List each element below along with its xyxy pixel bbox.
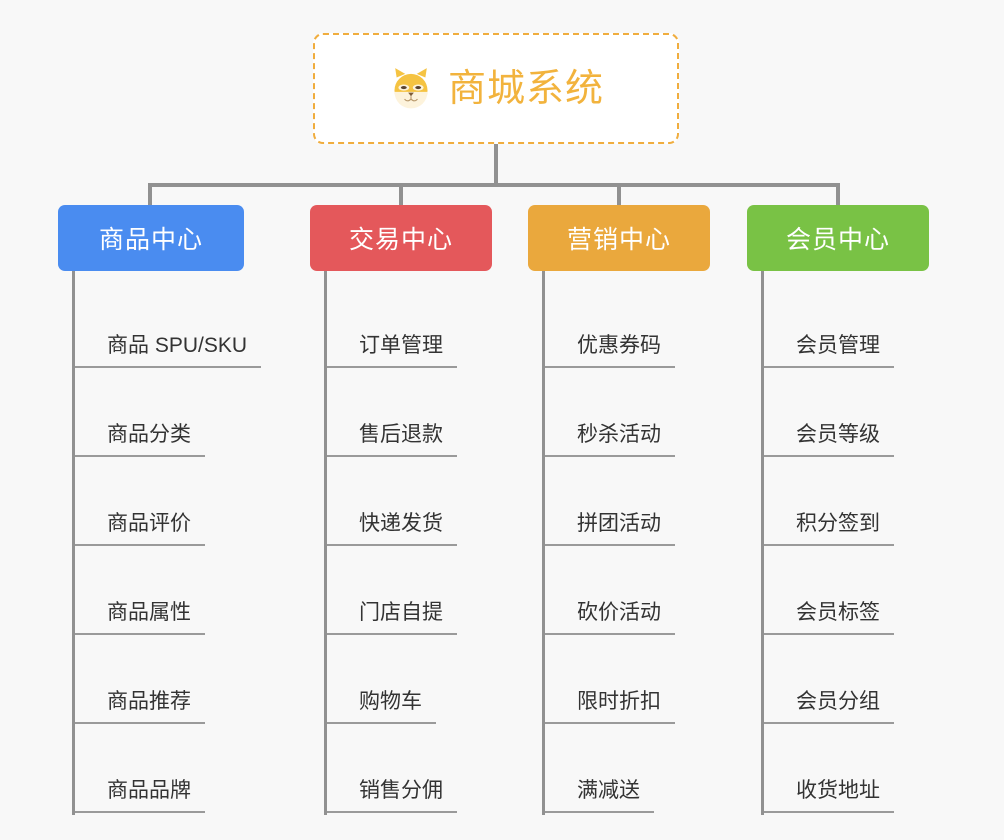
leaf-item-label: 会员管理 (796, 333, 880, 357)
leaf-item-underline (75, 544, 205, 546)
category-header-marketing-center[interactable]: 营销中心 (528, 205, 710, 271)
category-column-trade-center: 交易中心 订单管理 售后退款 快递发货 门店自提 (310, 205, 492, 815)
connector-drop-1 (148, 183, 152, 209)
leaf-item[interactable]: 满减送 (545, 726, 710, 815)
leaf-item-label: 商品分类 (107, 422, 191, 446)
connector-root-stem (494, 144, 498, 186)
shiba-dog-face-icon (388, 66, 434, 112)
leaf-item[interactable]: 销售分佣 (327, 726, 492, 815)
leaf-item[interactable]: 商品推荐 (75, 637, 244, 726)
leaf-item-underline (545, 366, 675, 368)
category-column-product-center: 商品中心 商品 SPU/SKU 商品分类 商品评价 商品属性 (58, 205, 262, 815)
leaf-list-trade-center: 订单管理 售后退款 快递发货 门店自提 购物车 (324, 271, 492, 815)
leaf-item-underline (327, 633, 457, 635)
leaf-item-label: 门店自提 (359, 600, 443, 624)
leaf-item-label: 销售分佣 (359, 778, 443, 802)
root-node-title: 商城系统 (447, 67, 604, 110)
leaf-item-label: 砍价活动 (577, 600, 661, 624)
leaf-item[interactable]: 会员标签 (764, 548, 929, 637)
category-header-member-center[interactable]: 会员中心 (747, 205, 929, 271)
leaf-list-product-center: 商品 SPU/SKU 商品分类 商品评价 商品属性 商品推荐 (72, 271, 262, 815)
leaf-item[interactable]: 商品品牌 (75, 726, 244, 815)
leaf-item[interactable]: 秒杀活动 (545, 370, 710, 459)
leaf-item-label: 会员分组 (796, 689, 880, 713)
leaf-item-label: 优惠券码 (577, 333, 661, 357)
leaf-item-underline (545, 811, 654, 813)
leaf-item-label: 购物车 (359, 689, 422, 713)
leaf-item[interactable]: 商品属性 (75, 548, 244, 637)
leaf-item[interactable]: 会员管理 (764, 281, 929, 370)
leaf-item[interactable]: 商品分类 (75, 370, 244, 459)
leaf-item-label: 拼团活动 (577, 511, 661, 535)
leaf-item-label: 积分签到 (796, 511, 880, 535)
leaf-item[interactable]: 拼团活动 (545, 459, 710, 548)
leaf-item-label: 会员标签 (796, 600, 880, 624)
category-header-label: 会员中心 (785, 226, 890, 254)
leaf-item-underline (545, 633, 675, 635)
leaf-item[interactable]: 购物车 (327, 637, 492, 726)
category-header-label: 交易中心 (348, 226, 453, 254)
category-header-trade-center[interactable]: 交易中心 (310, 205, 492, 271)
category-header-product-center[interactable]: 商品中心 (58, 205, 244, 271)
leaf-item[interactable]: 积分签到 (764, 459, 929, 548)
leaf-item-label: 满减送 (577, 778, 640, 802)
leaf-item-underline (764, 366, 894, 368)
category-header-label: 营销中心 (566, 226, 671, 254)
leaf-list-member-center: 会员管理 会员等级 积分签到 会员标签 会员分组 (761, 271, 929, 815)
leaf-item-label: 限时折扣 (577, 689, 661, 713)
leaf-item-underline (764, 722, 894, 724)
leaf-item[interactable]: 会员分组 (764, 637, 929, 726)
leaf-item-underline (764, 633, 894, 635)
leaf-item-underline (327, 544, 457, 546)
leaf-item-underline (75, 633, 205, 635)
leaf-item-label: 收货地址 (796, 778, 880, 802)
connector-drop-2 (399, 183, 403, 209)
leaf-item-label: 快递发货 (359, 511, 443, 535)
leaf-item-underline (75, 455, 205, 457)
leaf-item-underline (75, 811, 205, 813)
leaf-item-label: 订单管理 (359, 333, 443, 357)
leaf-item-label: 商品评价 (107, 511, 191, 535)
connector-drop-4 (836, 183, 840, 209)
connector-horizontal-bus (148, 183, 840, 187)
leaf-item-underline (75, 366, 262, 368)
root-node-shop-system[interactable]: 商城系统 (313, 33, 679, 144)
leaf-item-underline (764, 544, 894, 546)
leaf-item-underline (764, 811, 894, 813)
leaf-item-underline (545, 544, 675, 546)
leaf-item-label: 秒杀活动 (577, 422, 661, 446)
leaf-item[interactable]: 门店自提 (327, 548, 492, 637)
leaf-item-underline (327, 366, 457, 368)
leaf-item[interactable]: 收货地址 (764, 726, 929, 815)
leaf-item-underline (327, 811, 457, 813)
leaf-item[interactable]: 快递发货 (327, 459, 492, 548)
leaf-item-label: 商品属性 (107, 600, 191, 624)
leaf-item-underline (545, 722, 675, 724)
leaf-item-label: 会员等级 (796, 422, 880, 446)
leaf-item-underline (764, 455, 894, 457)
leaf-item[interactable]: 商品评价 (75, 459, 244, 548)
leaf-item-label: 售后退款 (359, 422, 443, 446)
leaf-item[interactable]: 限时折扣 (545, 637, 710, 726)
leaf-item-underline (75, 722, 205, 724)
leaf-item[interactable]: 砍价活动 (545, 548, 710, 637)
leaf-item[interactable]: 优惠券码 (545, 281, 710, 370)
category-column-member-center: 会员中心 会员管理 会员等级 积分签到 会员标签 (747, 205, 929, 815)
leaf-item[interactable]: 会员等级 (764, 370, 929, 459)
leaf-item-label: 商品推荐 (107, 689, 191, 713)
connector-drop-3 (617, 183, 621, 209)
category-header-label: 商品中心 (98, 226, 203, 254)
leaf-item-underline (327, 722, 436, 724)
leaf-list-marketing-center: 优惠券码 秒杀活动 拼团活动 砍价活动 限时折扣 (542, 271, 710, 815)
leaf-item-label: 商品 SPU/SKU (107, 333, 248, 357)
leaf-item-underline (545, 455, 675, 457)
category-column-marketing-center: 营销中心 优惠券码 秒杀活动 拼团活动 砍价活动 (528, 205, 710, 815)
leaf-item[interactable]: 订单管理 (327, 281, 492, 370)
leaf-item-underline (327, 455, 457, 457)
leaf-item[interactable]: 商品 SPU/SKU (75, 281, 262, 370)
leaf-item-label: 商品品牌 (107, 778, 191, 802)
leaf-item[interactable]: 售后退款 (327, 370, 492, 459)
